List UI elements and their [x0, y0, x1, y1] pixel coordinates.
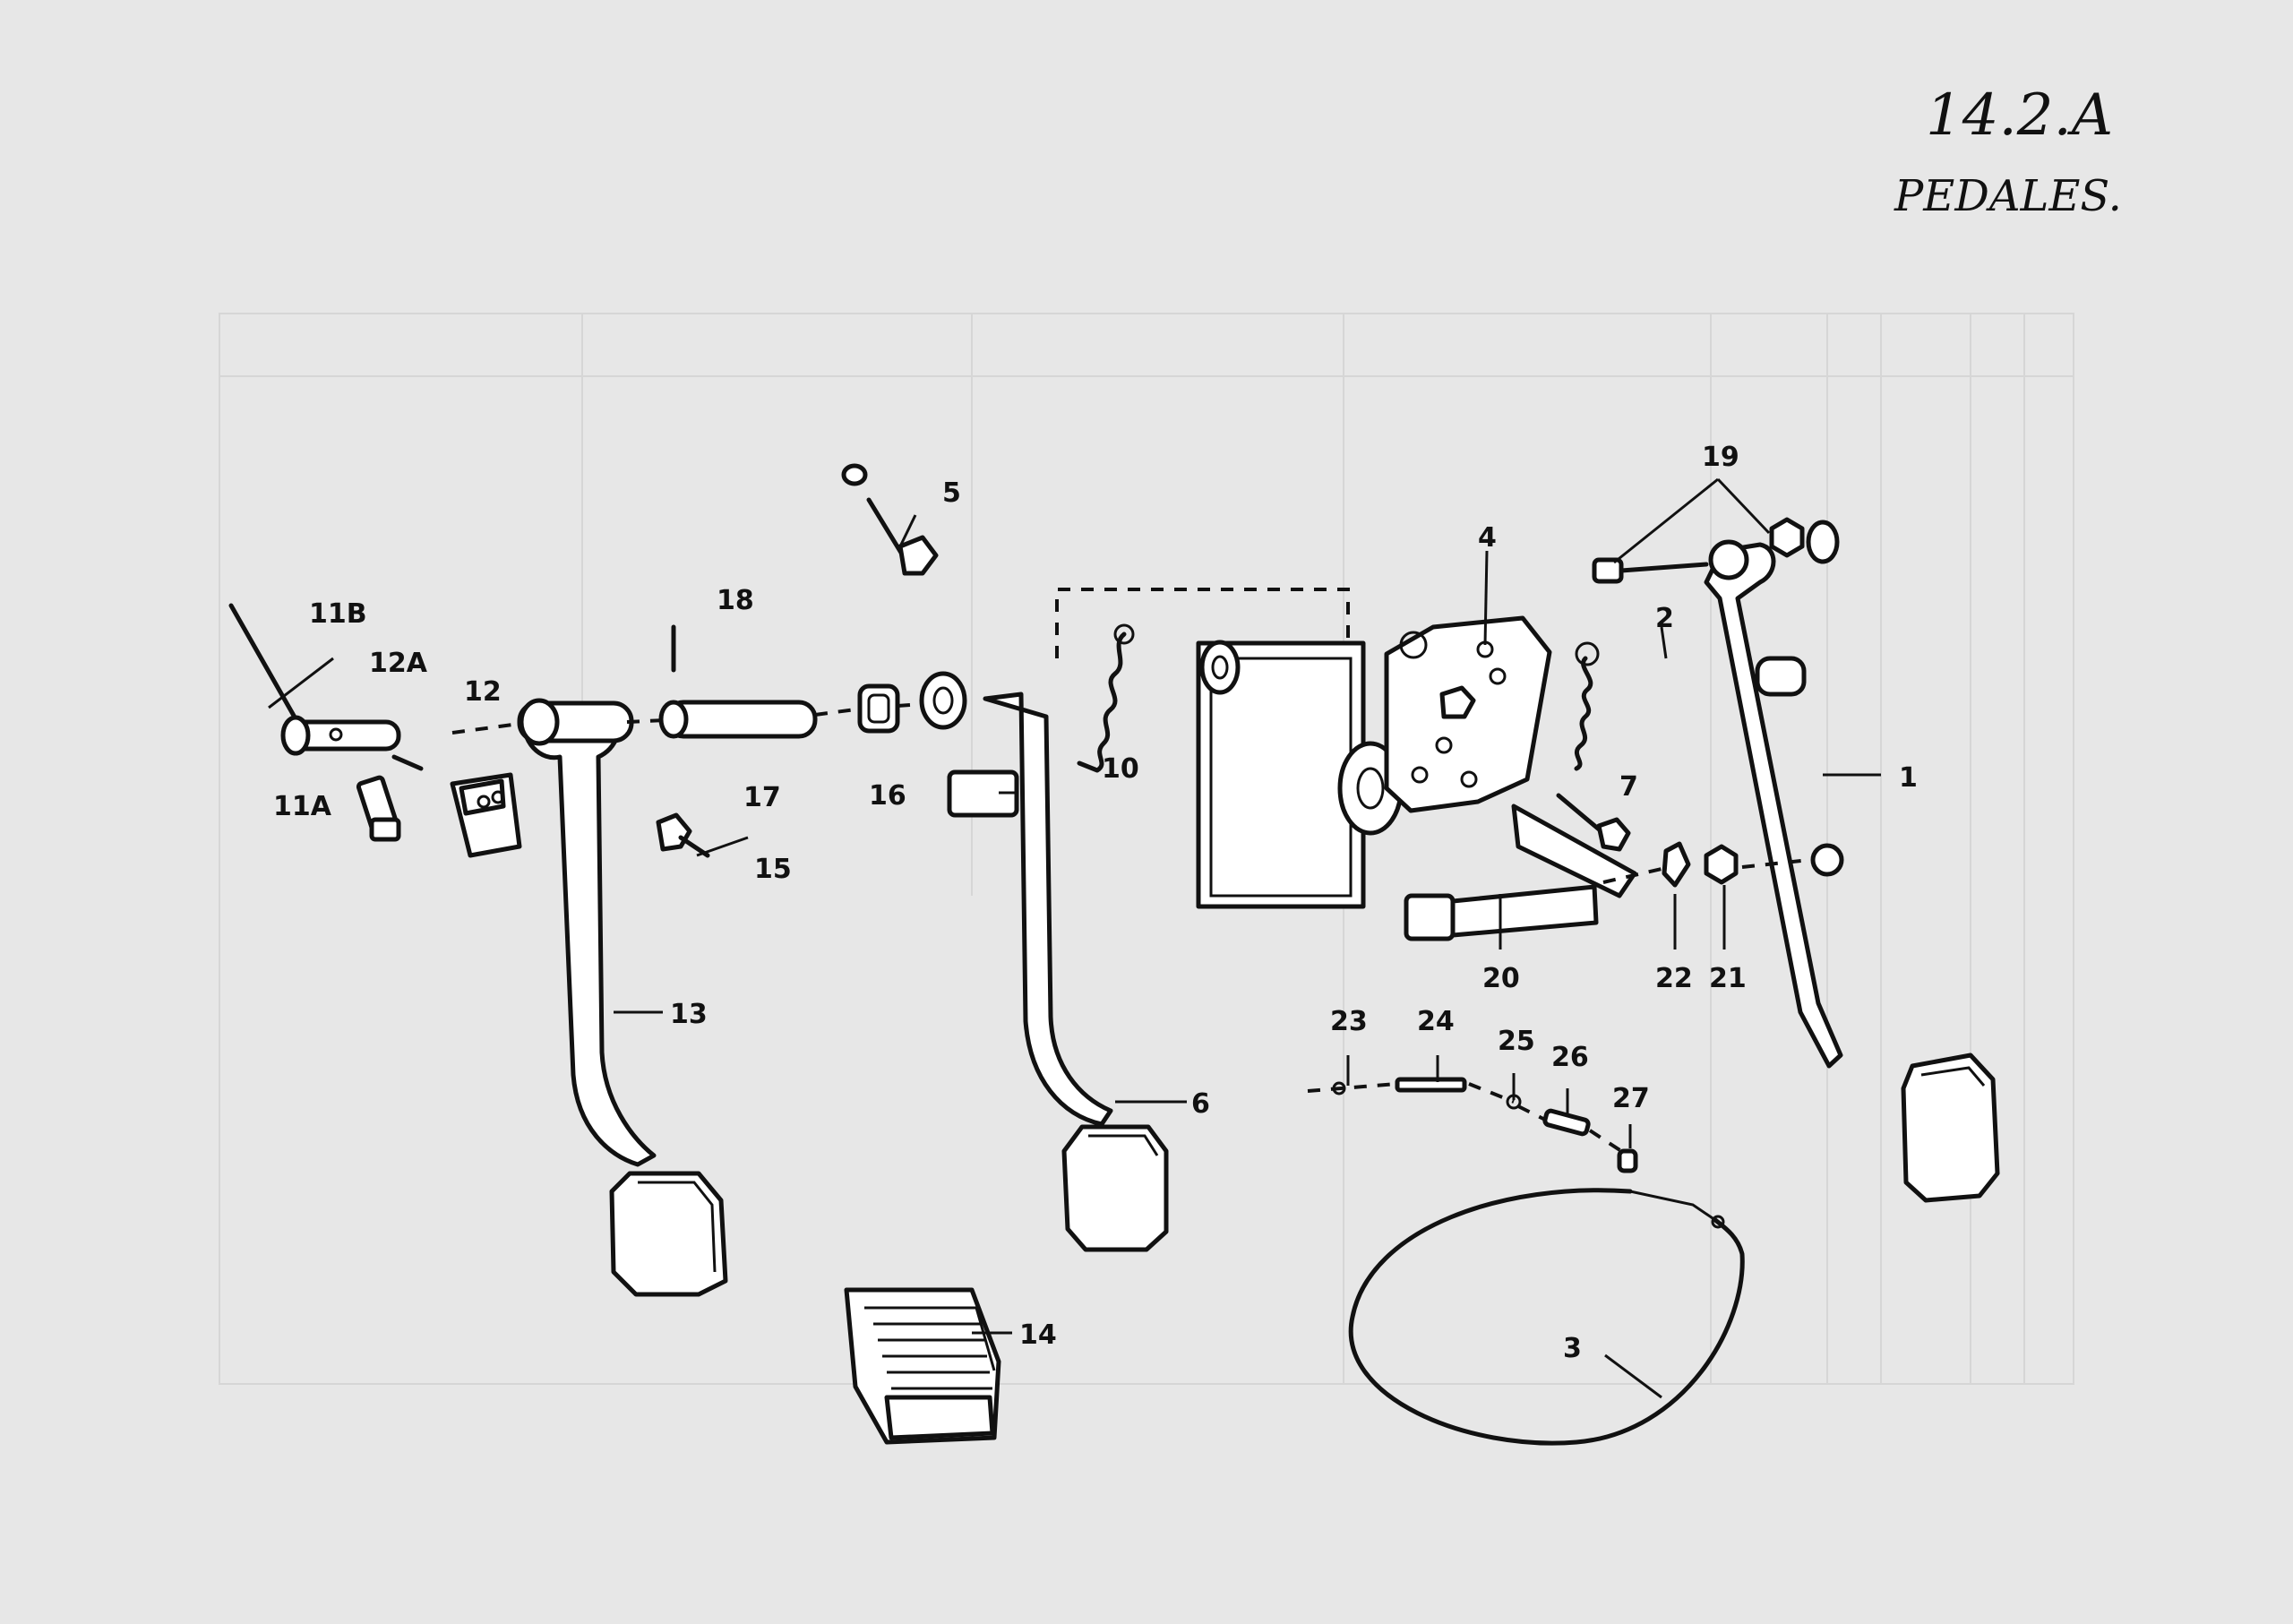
part-labels: 1 2 3 4 5 6 7 10 11A 11B 12 12A 13 14 15…	[273, 442, 1918, 1364]
page-reference: 14.2.A	[1926, 82, 2113, 149]
leader-lines	[268, 477, 1881, 1399]
label-12: 12	[464, 676, 502, 708]
pedal-6-assembly	[947, 588, 1366, 1252]
label-18: 18	[717, 585, 754, 616]
label-20: 20	[1482, 963, 1520, 994]
bracket-assembly	[1196, 615, 1637, 941]
label-7: 7	[1619, 771, 1638, 803]
label-19: 19	[1702, 442, 1739, 473]
cable-3-assembly	[1307, 1077, 1745, 1446]
pedal-1-assembly	[1592, 517, 2000, 1203]
label-14: 14	[1019, 1319, 1057, 1351]
label-15: 15	[754, 854, 792, 885]
pedal-pad-14	[844, 1287, 1001, 1445]
label-3: 3	[1563, 1333, 1582, 1364]
label-11a: 11A	[273, 791, 332, 822]
page-title: PEDALES.	[1894, 171, 2122, 221]
label-24: 24	[1417, 1006, 1455, 1037]
label-4: 4	[1478, 522, 1497, 554]
bolt-5	[841, 463, 939, 576]
label-5: 5	[942, 477, 961, 509]
pedal-13-assembly	[450, 698, 728, 1297]
label-21: 21	[1709, 963, 1747, 994]
label-11b: 11B	[309, 598, 367, 630]
label-25: 25	[1498, 1026, 1535, 1057]
label-22: 22	[1655, 963, 1693, 994]
pin-11a-11b-12-12a	[228, 603, 424, 842]
label-2: 2	[1655, 603, 1674, 634]
label-6: 6	[1191, 1088, 1210, 1120]
label-1: 1	[1899, 762, 1918, 794]
label-12a: 12A	[369, 648, 428, 679]
label-26: 26	[1551, 1042, 1589, 1073]
label-13: 13	[670, 999, 708, 1030]
label-17: 17	[743, 782, 781, 813]
label-16: 16	[869, 780, 906, 812]
label-10: 10	[1102, 753, 1139, 785]
bleed-through-table	[219, 313, 2074, 1385]
label-23: 23	[1330, 1006, 1368, 1037]
shaft-17-assembly	[451, 624, 967, 739]
label-27: 27	[1612, 1083, 1650, 1114]
